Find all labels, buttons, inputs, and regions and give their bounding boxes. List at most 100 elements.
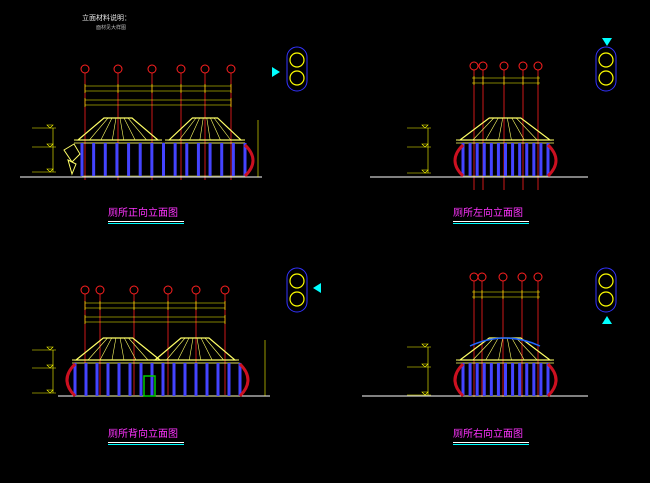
axis-bubble bbox=[80, 64, 90, 74]
column bbox=[482, 143, 486, 176]
arched-frame bbox=[243, 143, 255, 178]
column bbox=[106, 363, 110, 396]
roof-rafter bbox=[119, 117, 125, 141]
axis-bubble bbox=[163, 285, 173, 295]
level-marker-icon bbox=[46, 124, 54, 129]
column bbox=[205, 363, 209, 396]
level-marker-icon bbox=[421, 391, 429, 396]
roof-rafter bbox=[210, 117, 221, 141]
roof-rafter bbox=[111, 117, 117, 141]
column bbox=[220, 143, 224, 176]
roof-rafter bbox=[99, 337, 112, 361]
view-direction-arrow-icon bbox=[272, 67, 280, 77]
column bbox=[539, 363, 543, 396]
arched-frame bbox=[453, 143, 465, 178]
column bbox=[185, 143, 189, 176]
arched-frame bbox=[65, 362, 77, 398]
level-marker-icon bbox=[46, 143, 54, 148]
front-elevation-title: 厕所正向立面图 bbox=[108, 208, 178, 219]
roof-rafter bbox=[485, 117, 499, 141]
column bbox=[496, 363, 500, 396]
column bbox=[511, 363, 515, 396]
column bbox=[196, 143, 200, 176]
level-marker-icon bbox=[46, 346, 54, 351]
compass-symbol-frame bbox=[595, 46, 617, 92]
view-direction-arrow-icon bbox=[313, 283, 321, 293]
roof-rafter bbox=[516, 337, 538, 361]
view-direction-arrow-icon bbox=[602, 316, 612, 324]
roof-rafter bbox=[511, 117, 525, 141]
axis-bubble bbox=[95, 285, 105, 295]
back-title-underline bbox=[108, 442, 184, 443]
column bbox=[92, 143, 96, 176]
axis-bubble bbox=[469, 272, 479, 282]
back-left-roof bbox=[74, 337, 162, 361]
axis-bubble bbox=[147, 64, 157, 74]
column bbox=[73, 363, 77, 396]
roof-rafter bbox=[498, 117, 504, 141]
level-marker-icon bbox=[46, 389, 54, 394]
column bbox=[227, 363, 231, 396]
roof-accent-curve bbox=[469, 337, 541, 347]
roof-rafter bbox=[119, 337, 125, 361]
column bbox=[103, 143, 107, 176]
material-note-title: 立面材料说明： bbox=[82, 14, 131, 22]
column bbox=[482, 363, 486, 396]
axis-bubble bbox=[226, 64, 236, 74]
roof-rafter bbox=[204, 337, 224, 361]
back-right-roof bbox=[153, 337, 237, 361]
roof-rafter bbox=[128, 337, 149, 361]
column bbox=[546, 363, 550, 396]
arched-frame bbox=[546, 362, 558, 398]
roof-rafter bbox=[516, 117, 538, 141]
left-title-underline bbox=[453, 221, 529, 222]
column bbox=[461, 363, 465, 396]
roof-rafter bbox=[206, 117, 211, 141]
column bbox=[539, 143, 543, 176]
column bbox=[117, 363, 121, 396]
column bbox=[511, 143, 515, 176]
column bbox=[208, 143, 212, 176]
roof-rafter bbox=[124, 337, 137, 361]
column bbox=[84, 363, 88, 396]
column bbox=[475, 143, 479, 176]
column bbox=[518, 143, 522, 176]
roof-rafter bbox=[127, 117, 147, 141]
level-marker-icon bbox=[421, 124, 429, 129]
roof-rafter bbox=[179, 117, 197, 141]
compass-circle bbox=[598, 291, 614, 307]
roof-rafter bbox=[100, 117, 113, 141]
compass-circle bbox=[289, 70, 305, 86]
roof-rafter bbox=[188, 337, 194, 361]
roof-rafter bbox=[89, 117, 109, 141]
column bbox=[525, 363, 529, 396]
column bbox=[95, 363, 99, 396]
column bbox=[532, 143, 536, 176]
compass-circle bbox=[598, 52, 614, 68]
column bbox=[150, 363, 154, 396]
roof-rafter bbox=[485, 337, 499, 361]
level-marker-icon bbox=[421, 143, 429, 148]
left-title-underline-2 bbox=[453, 223, 529, 224]
axis-bubble bbox=[200, 64, 210, 74]
level-marker-icon bbox=[421, 363, 429, 368]
compass-circle bbox=[598, 273, 614, 289]
compass-symbol-frame bbox=[595, 267, 617, 313]
axis-bubble bbox=[498, 272, 508, 282]
column bbox=[162, 143, 165, 176]
compass-circle bbox=[598, 70, 614, 86]
level-marker-icon bbox=[46, 364, 54, 369]
roof-rafter bbox=[213, 117, 231, 141]
column bbox=[216, 363, 220, 396]
roof-rafter bbox=[177, 337, 190, 361]
column bbox=[546, 143, 550, 176]
roof-rafter bbox=[506, 117, 512, 141]
axis-bubble bbox=[518, 61, 528, 71]
back-title-underline-2 bbox=[108, 444, 184, 445]
roof-rafter bbox=[506, 337, 512, 361]
column bbox=[183, 363, 187, 396]
column bbox=[128, 363, 132, 396]
arched-frame bbox=[238, 362, 250, 398]
front-title-underline-2 bbox=[108, 223, 184, 224]
